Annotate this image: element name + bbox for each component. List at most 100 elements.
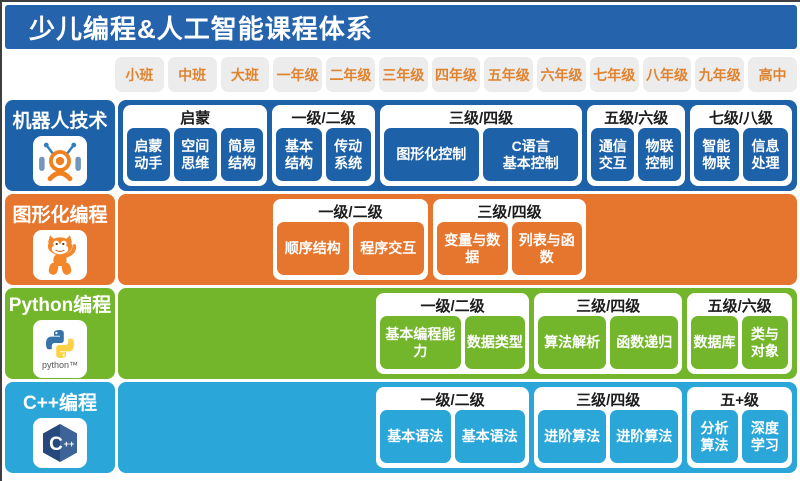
track-label-cpp: C++编程 C ++ [5, 382, 115, 473]
chip-row: 图形化控制 C语言 基本控制 [383, 128, 579, 181]
course-chip: 数据库 [691, 316, 738, 369]
course-chip: C语言 基本控制 [483, 128, 579, 181]
course-chip: 基本语法 [454, 410, 526, 463]
level-group: 一级/二级 基本语法 基本语法 [376, 387, 530, 468]
level-group: 三级/四级 算法解析 函数递归 [534, 293, 683, 374]
chip-row: 分析 算法 深度 学习 [691, 410, 789, 463]
level-header: 五级/六级 [604, 110, 669, 127]
grade-chip: 大班 [220, 57, 270, 92]
course-chip: 列表与函数 [511, 222, 582, 275]
chip-row: 顺序结构 程序交互 [277, 222, 424, 275]
course-chip: 数据类型 [464, 316, 526, 369]
track-content-robotics: 启蒙 启蒙 动手 空间 思维 简易 结构 一级/二级 基本 结构 传动 系统 三 [118, 100, 797, 191]
level-group: 三级/四级 图形化控制 C语言 基本控制 [379, 105, 583, 186]
chip-row: 通信 交互 物联 控制 [591, 128, 681, 181]
course-chip: 信息 处理 [742, 128, 788, 181]
level-group: 五+级 分析 算法 深度 学习 [687, 387, 792, 468]
grade-chip: 三年级 [378, 57, 428, 92]
course-chip: 类与 对象 [741, 316, 789, 369]
course-chip: 分析 算法 [691, 410, 738, 463]
grade-chip: 二年级 [326, 57, 375, 92]
level-group: 五级/六级 数据库 类与 对象 [687, 293, 792, 374]
chip-row: 进阶算法 进阶算法 [538, 410, 679, 463]
level-group: 一级/二级 基本 结构 传动 系统 [272, 105, 375, 186]
track-label-text: 机器人技术 [12, 110, 108, 132]
course-chip: 简易 结构 [220, 128, 264, 181]
course-chip: 函数递归 [610, 316, 679, 369]
grade-chip: 八年级 [642, 57, 692, 92]
course-chip: 空间 思维 [173, 128, 217, 181]
level-header: 七级/八级 [708, 110, 774, 127]
chip-row: 基本编程能力 数据类型 [380, 316, 526, 369]
track-scratch: 图形化编程 [5, 194, 797, 285]
level-header: 三级/四级 [477, 204, 542, 221]
level-header: 五+级 [720, 392, 760, 409]
course-chip: 程序交互 [352, 222, 424, 275]
chip-row: 启蒙 动手 空间 思维 简易 结构 [127, 128, 264, 181]
grade-chip: 九年级 [695, 57, 745, 92]
track-label-text: 图形化编程 [12, 204, 108, 226]
svg-text:++: ++ [64, 439, 75, 449]
grade-chip: 四年级 [431, 57, 481, 92]
level-header: 启蒙 [180, 110, 211, 127]
scratch-cat-icon [33, 229, 87, 280]
course-chip: 算法解析 [538, 316, 607, 369]
grade-bar: 小班 中班 大班 一年级 二年级 三年级 四年级 五年级 六年级 七年级 八年级… [115, 57, 797, 92]
level-group: 一级/二级 基本编程能力 数据类型 [376, 293, 530, 374]
track-label-robotics: 机器人技术 [5, 100, 115, 191]
track-robotics: 机器人技术 启蒙 [5, 100, 797, 191]
track-label-scratch: 图形化编程 [5, 194, 115, 285]
level-header: 三级/四级 [576, 392, 641, 409]
page-title: 少儿编程&人工智能课程体系 [29, 13, 373, 44]
level-header: 一级/二级 [318, 204, 383, 221]
chip-row: 数据库 类与 对象 [691, 316, 789, 369]
chip-row: 智能 物联 信息 处理 [693, 128, 788, 181]
level-header: 一级/二级 [420, 392, 485, 409]
course-chip: 智能 物联 [693, 128, 739, 181]
track-python: Python编程 python™ 一级/二级 基本编程能力 [5, 288, 797, 379]
grade-chip: 高中 [748, 57, 797, 92]
svg-text:C: C [49, 434, 63, 455]
grade-chip: 中班 [167, 57, 217, 92]
level-group: 启蒙 启蒙 动手 空间 思维 简易 结构 [123, 105, 268, 186]
chip-row: 基本语法 基本语法 [380, 410, 526, 463]
track-list: 机器人技术 启蒙 [5, 100, 797, 473]
course-chip: 基本 结构 [276, 128, 322, 181]
course-chip: 进阶算法 [610, 410, 679, 463]
track-label-text: Python编程 [8, 294, 112, 316]
track-label-python: Python编程 python™ [5, 288, 115, 379]
course-chip: 顺序结构 [277, 222, 349, 275]
course-chip: 图形化控制 [383, 128, 480, 181]
chip-row: 算法解析 函数递归 [538, 316, 679, 369]
grade-chip: 五年级 [484, 57, 534, 92]
course-chip: 通信 交互 [591, 128, 635, 181]
track-content-python: 一级/二级 基本编程能力 数据类型 三级/四级 算法解析 函数递归 五级/六级 [118, 288, 797, 379]
course-chip: 基本编程能力 [380, 316, 461, 369]
grade-chip: 小班 [115, 57, 164, 92]
level-group: 三级/四级 进阶算法 进阶算法 [534, 387, 683, 468]
track-content-scratch: 一级/二级 顺序结构 程序交互 三级/四级 变量与数据 列表与函数 [118, 194, 797, 285]
course-chip: 基本语法 [380, 410, 451, 463]
course-chip: 进阶算法 [538, 410, 607, 463]
level-header: 五级/六级 [707, 298, 772, 315]
level-group: 一级/二级 顺序结构 程序交互 [273, 199, 428, 280]
level-group: 七级/八级 智能 物联 信息 处理 [689, 105, 792, 186]
track-label-text: C++编程 [23, 392, 97, 414]
level-header: 三级/四级 [576, 298, 641, 315]
course-chip: 深度 学习 [741, 410, 789, 463]
level-header: 三级/四级 [448, 110, 514, 127]
level-header: 一级/二级 [420, 298, 485, 315]
chip-row: 变量与数据 列表与函数 [437, 222, 582, 275]
course-chip: 启蒙 动手 [127, 128, 170, 181]
python-wordmark: python™ [41, 359, 79, 370]
level-group: 五级/六级 通信 交互 物联 控制 [587, 105, 685, 186]
level-header: 一级/二级 [291, 110, 356, 127]
grade-chip: 七年级 [589, 57, 639, 92]
robot-icon [33, 135, 87, 186]
course-chip: 变量与数据 [437, 222, 508, 275]
track-content-cpp: 一级/二级 基本语法 基本语法 三级/四级 进阶算法 进阶算法 五+级 [118, 382, 797, 473]
python-icon: python™ [33, 319, 87, 378]
track-cpp: C++编程 C ++ 一级/二级 基本语法 基本语法 [5, 382, 797, 473]
chip-row: 基本 结构 传动 系统 [276, 128, 371, 181]
